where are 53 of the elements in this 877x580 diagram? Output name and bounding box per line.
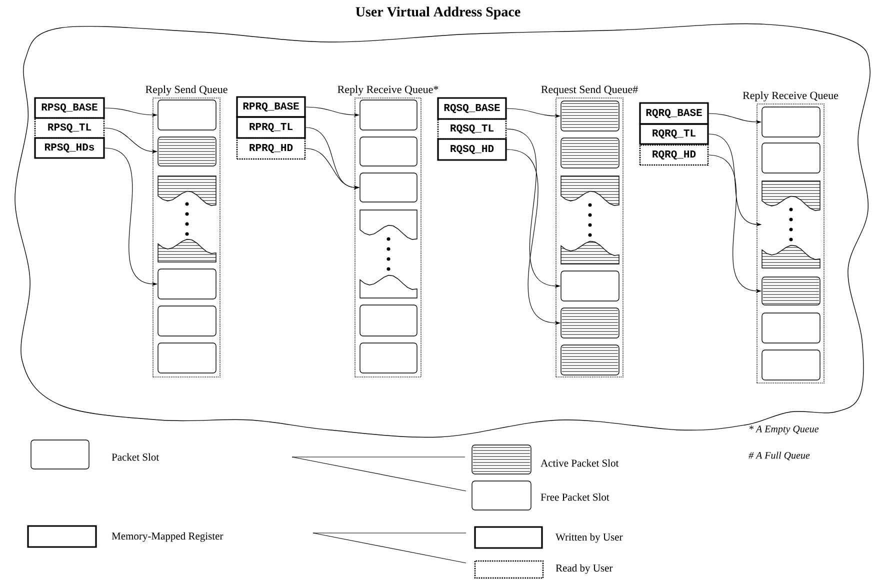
node-label: Request Send Queue#	[541, 85, 638, 96]
torn-slot-drawing	[560, 176, 620, 264]
node-label: Reply Receive Queue	[742, 91, 838, 102]
register-box: RPSQ_BASE	[34, 97, 105, 119]
legend-text: Memory-Mapped Register	[112, 532, 224, 542]
legend-text: Packet Slot	[112, 453, 160, 461]
packet-slot	[158, 306, 216, 336]
packet-slot	[360, 172, 418, 202]
register-box: RQSQ_HD	[437, 138, 507, 161]
register-box: RQRQ_HD	[639, 144, 709, 166]
packet-slot	[158, 268, 216, 300]
note: * A Empty Queue	[750, 426, 819, 434]
queue-column: Reply Receive Queue	[742, 91, 838, 384]
legend-text: Read by User	[556, 564, 613, 574]
queue-column: Reply Send Queue	[146, 85, 228, 378]
node-label: Reply Receive Queue*	[338, 85, 438, 96]
register-box: RPRQ_TL	[236, 116, 306, 139]
active-packet-slot	[560, 344, 620, 376]
active-packet-slot	[560, 308, 620, 338]
register-box: RQSQ_BASE	[437, 97, 507, 120]
packet-slot	[762, 106, 820, 138]
packet-slot	[158, 100, 216, 130]
node-label: Reply Send Queue	[146, 85, 228, 96]
register-box: RPSQ_TL	[34, 117, 105, 139]
packet-slot	[360, 136, 418, 166]
title: User Virtual Address Space	[356, 6, 520, 20]
packet-slot	[560, 270, 620, 302]
torn-slot-drawing	[360, 210, 418, 298]
active-packet-slot	[158, 136, 216, 166]
packet-slot	[762, 350, 820, 380]
active-packet-slot	[560, 100, 620, 132]
queue-column: Request Send Queue#	[541, 85, 638, 378]
packet-slot	[360, 304, 418, 336]
torn-slot-drawing	[158, 176, 216, 262]
active-packet-slot	[762, 276, 820, 306]
packet-slot	[762, 312, 820, 344]
packet-slot	[762, 142, 820, 174]
legend-text: Written by User	[556, 533, 623, 543]
packet-slot	[360, 100, 418, 130]
legend-text: Active Packet Slot	[540, 459, 619, 467]
register-box: RPRQ_BASE	[236, 96, 306, 118]
note: # A Full Queue	[748, 452, 810, 460]
register-box: RQRQ_BASE	[639, 102, 709, 125]
register-box: RQRQ_TL	[639, 123, 709, 145]
torn-slot-drawing	[762, 180, 820, 268]
packet-slot	[360, 342, 418, 374]
register-box: RPRQ_HD	[236, 137, 306, 160]
packet-slot	[158, 342, 216, 374]
register-box: RPSQ_HDs	[34, 137, 105, 159]
active-packet-slot	[560, 138, 620, 168]
queue-column: Reply Receive Queue*	[338, 85, 438, 378]
legend-text: Free Packet Slot	[540, 493, 610, 501]
register-box: RQSQ_TL	[437, 118, 507, 140]
